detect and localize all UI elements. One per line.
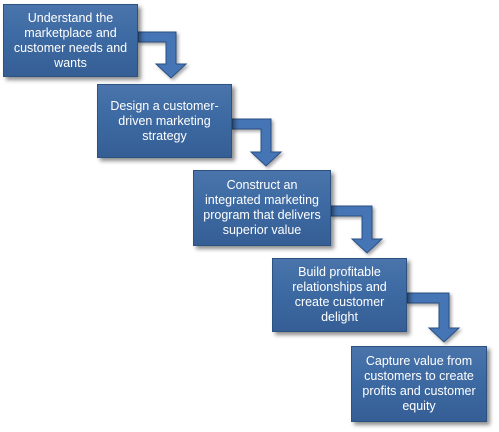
step-label: Understand the marketplace and customer … [13,10,128,70]
step-label: Capture value from customers to create p… [362,354,476,413]
connector-arrow-1 [137,31,188,79]
step-box-construct-program: Construct an integrated marketing progra… [193,170,331,246]
step-box-understand-marketplace: Understand the marketplace and customer … [3,4,138,77]
step-label: Design a customer-driven marketing strat… [110,98,219,143]
connector-arrow-3 [330,205,384,254]
connector-arrow-4 [406,292,461,343]
step-box-capture-value: Capture value from customers to create p… [351,346,487,422]
step-box-design-strategy: Design a customer-driven marketing strat… [97,84,232,158]
connector-arrow-2 [231,118,283,167]
step-box-build-relationships: Build profitable relationships and creat… [272,258,407,332]
step-label: Construct an integrated marketing progra… [203,178,321,237]
step-label: Build profitable relationships and creat… [292,265,387,324]
